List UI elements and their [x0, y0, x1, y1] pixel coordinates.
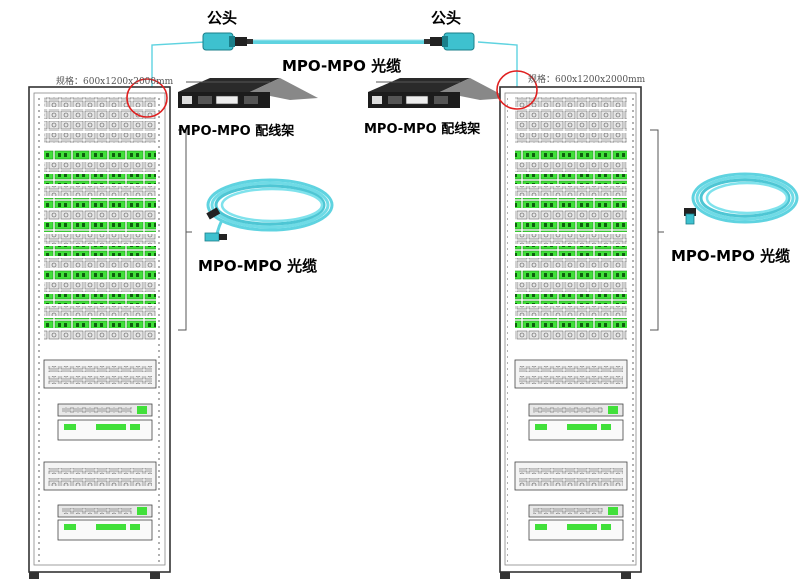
mpo-male-connector-left: [202, 32, 253, 51]
coiled-fiber-right: [684, 172, 799, 225]
coiled-fiber-left: [204, 178, 334, 242]
green-module-block-right: [515, 150, 627, 340]
rack-spec-right: 规格：600x1200x2000mm: [528, 75, 646, 85]
mpo-patch-panel-right: [368, 78, 508, 108]
label-male-connector-right: 公头: [431, 9, 462, 27]
mpo-male-connector-right: [424, 32, 475, 51]
label-top-cable: MPO-MPO 光缆: [282, 57, 402, 75]
rack-right: [499, 86, 642, 579]
highlight-circle-left: [126, 78, 168, 118]
label-male-connector-left: 公头: [207, 9, 238, 27]
label-patch-panel-right: MPO-MPO 配线架: [364, 122, 481, 137]
label-cable-right: MPO-MPO 光缆: [671, 247, 791, 265]
highlight-circle-right: [496, 70, 538, 110]
green-module-block-left: [44, 150, 156, 340]
brace-right: [650, 129, 659, 331]
label-patch-panel-left: MPO-MPO 配线架: [178, 124, 295, 139]
brace-left: [178, 129, 187, 331]
mpo-patch-panel-left: [178, 78, 318, 108]
rack-spec-left: 规格：600x1200x2000mm: [56, 77, 174, 87]
label-cable-left: MPO-MPO 光缆: [198, 257, 318, 275]
rack-left: [28, 86, 171, 579]
